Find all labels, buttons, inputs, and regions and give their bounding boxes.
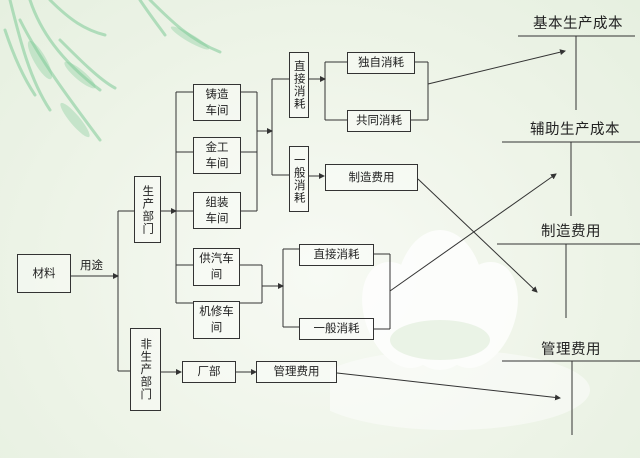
account-auxiliary-production-cost: 辅助生产成本	[530, 122, 620, 138]
shared-consumption-box: 共同消耗	[347, 110, 411, 132]
non-production-department-label: 非生产部门	[139, 338, 154, 401]
direct-consumption-box: 直接消耗	[289, 52, 309, 118]
shared-consumption-label: 共同消耗	[356, 113, 402, 128]
manufacturing-overhead-box: 制造费用	[325, 164, 418, 191]
usage-edge-label: 用途	[80, 258, 103, 272]
account-basic-production-cost: 基本生产成本	[533, 16, 623, 32]
aux-direct-consumption-box: 直接消耗	[299, 244, 374, 266]
workshop-casting-label: 铸造车间	[205, 86, 229, 117]
material-label: 材料	[32, 265, 56, 280]
aux-general-consumption-label: 一般消耗	[313, 321, 360, 336]
exclusive-consumption-label: 独自消耗	[358, 55, 404, 70]
workshop-assembly-box: 组装车间	[193, 192, 241, 229]
lotus-flower-decoration	[330, 230, 590, 430]
willow-branch-decoration	[3, 0, 222, 142]
production-department-label: 生产部门	[141, 184, 156, 235]
account-manufacturing-overhead: 制造费用	[541, 224, 601, 240]
factory-office-box: 厂部	[182, 361, 236, 383]
workshop-metalwork-label: 金工车间	[205, 139, 229, 170]
account-administrative-expense: 管理费用	[541, 342, 601, 358]
general-consumption-label: 一般消耗	[292, 154, 307, 204]
exclusive-consumption-box: 独自消耗	[347, 52, 415, 74]
aux-direct-consumption-label: 直接消耗	[313, 247, 360, 262]
admin-expense-label: 管理费用	[273, 364, 320, 379]
production-department-box: 生产部门	[134, 176, 161, 243]
factory-office-label: 厂部	[197, 364, 221, 379]
workshop-repair-box: 机修车间	[193, 301, 240, 339]
direct-consumption-label: 直接消耗	[292, 60, 307, 110]
workshop-casting-box: 铸造车间	[193, 84, 241, 121]
manufacturing-overhead-label: 制造费用	[348, 169, 395, 184]
material-box: 材料	[17, 254, 71, 293]
aux-general-consumption-box: 一般消耗	[299, 318, 374, 340]
workshop-steam-label: 供汽车间	[199, 251, 234, 281]
admin-expense-box: 管理费用	[256, 361, 337, 383]
workshop-metalwork-box: 金工车间	[193, 137, 241, 174]
workshop-repair-label: 机修车间	[199, 304, 234, 334]
workshop-assembly-label: 组装车间	[205, 194, 229, 225]
general-consumption-box: 一般消耗	[289, 146, 309, 212]
non-production-department-box: 非生产部门	[130, 328, 161, 411]
workshop-steam-box: 供汽车间	[193, 248, 240, 286]
